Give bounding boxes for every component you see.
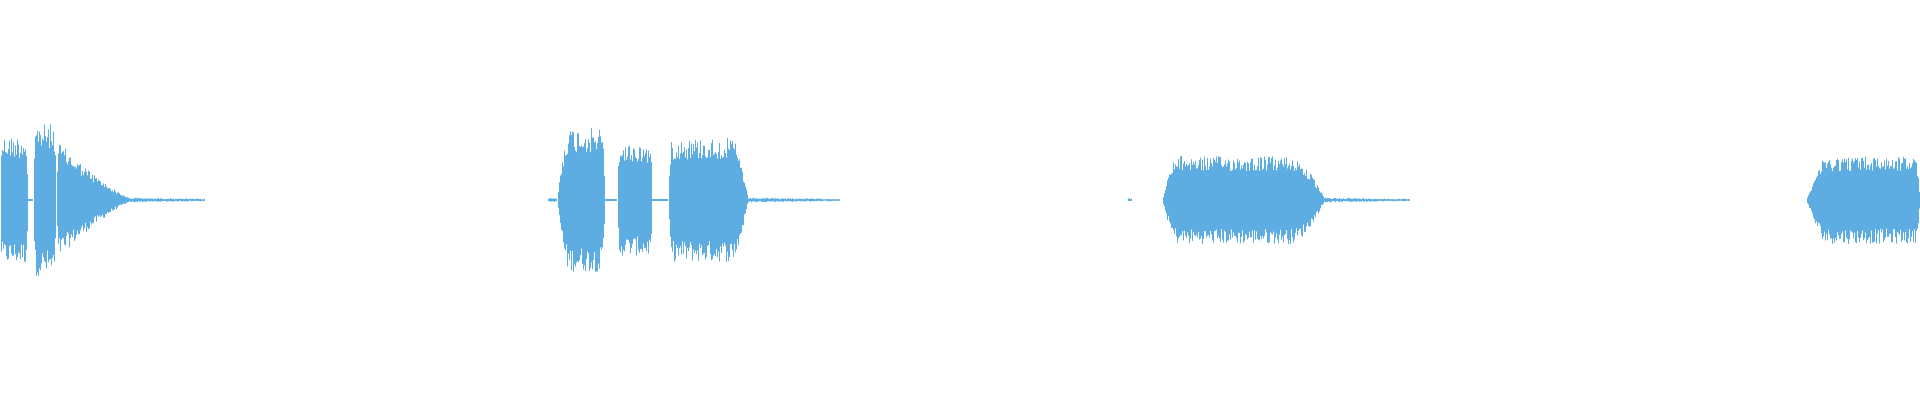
waveform-burst-3 <box>1128 156 1410 244</box>
waveform-burst-4 <box>1807 156 1920 244</box>
waveform-burst-1 <box>1 124 205 276</box>
waveform-burst-2 <box>548 128 840 272</box>
